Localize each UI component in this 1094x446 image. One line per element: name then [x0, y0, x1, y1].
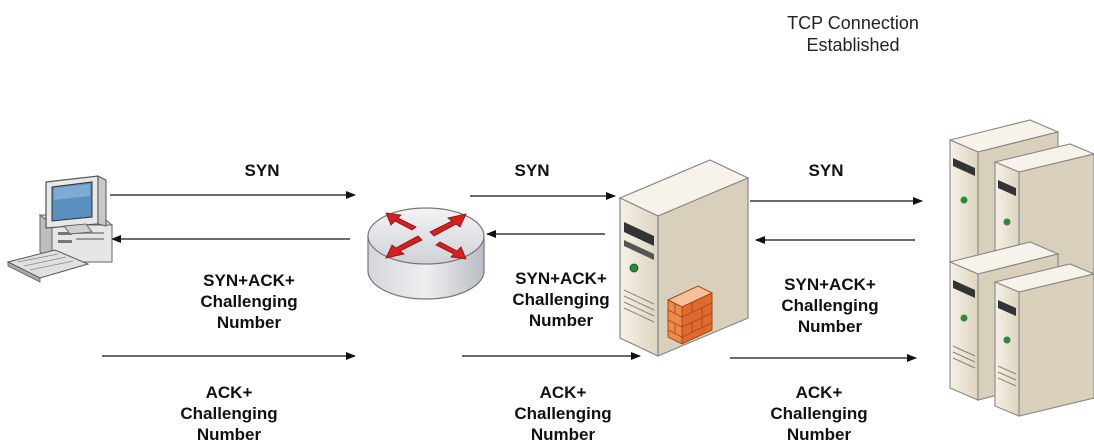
ack-label-3-line-3: Number: [786, 425, 852, 444]
firewall-wall-icon: [666, 285, 714, 345]
ack-label-2-line-1: ACK+: [539, 383, 587, 402]
ack-label-1: ACK+ Challenging Number: [164, 382, 294, 445]
arrows-firewall-servers: [730, 197, 923, 362]
syn-label-3: SYN: [808, 161, 844, 180]
synack-label-3-line-3: Number: [797, 317, 863, 336]
server-unit-4: [993, 263, 1094, 417]
connection-established-caption: TCP Connection Established: [760, 12, 946, 56]
synack-label-3: SYN+ACK+ Challenging Number: [755, 274, 905, 337]
syn-label-1: SYN: [244, 161, 280, 180]
synack-label-1: SYN+ACK+ Challenging Number: [174, 270, 324, 333]
synack-label-2-line-1: SYN+ACK+: [515, 269, 607, 288]
ack-label-1-line-3: Number: [196, 425, 262, 444]
synack-label-3-line-1: SYN+ACK+: [784, 275, 876, 294]
caption-line-2: Established: [806, 35, 900, 55]
synack-label-1-line-2: Challenging: [200, 292, 298, 311]
client-computer-icon: [6, 175, 114, 283]
ack-label-2: ACK+ Challenging Number: [498, 382, 628, 445]
synack-label-2: SYN+ACK+ Challenging Number: [486, 268, 636, 331]
router-icon: [367, 207, 485, 300]
synack-label-3-line-2: Challenging: [781, 296, 879, 315]
ack-label-3: ACK+ Challenging Number: [754, 382, 884, 445]
arrows-router-firewall: [462, 192, 641, 360]
synack-label-1-line-3: Number: [216, 313, 282, 332]
arrows-client-router: [102, 191, 356, 360]
synack-label-1-line-1: SYN+ACK+: [203, 271, 295, 290]
ack-label-1-line-1: ACK+: [205, 383, 253, 402]
caption-line-1: TCP Connection: [787, 13, 919, 33]
ack-label-3-line-2: Challenging: [770, 404, 868, 423]
ack-label-2-line-3: Number: [530, 425, 596, 444]
synack-label-2-line-2: Challenging: [512, 290, 610, 309]
ack-label-2-line-2: Challenging: [514, 404, 612, 423]
ack-label-3-line-1: ACK+: [795, 383, 843, 402]
ack-label-1-line-2: Challenging: [180, 404, 278, 423]
router-arrows-icon: [385, 212, 467, 260]
syn-label-2: SYN: [514, 161, 550, 180]
synack-label-2-line-3: Number: [528, 311, 594, 330]
firewall-server-icon: [618, 159, 750, 357]
server-cluster-icon: [948, 119, 1094, 417]
